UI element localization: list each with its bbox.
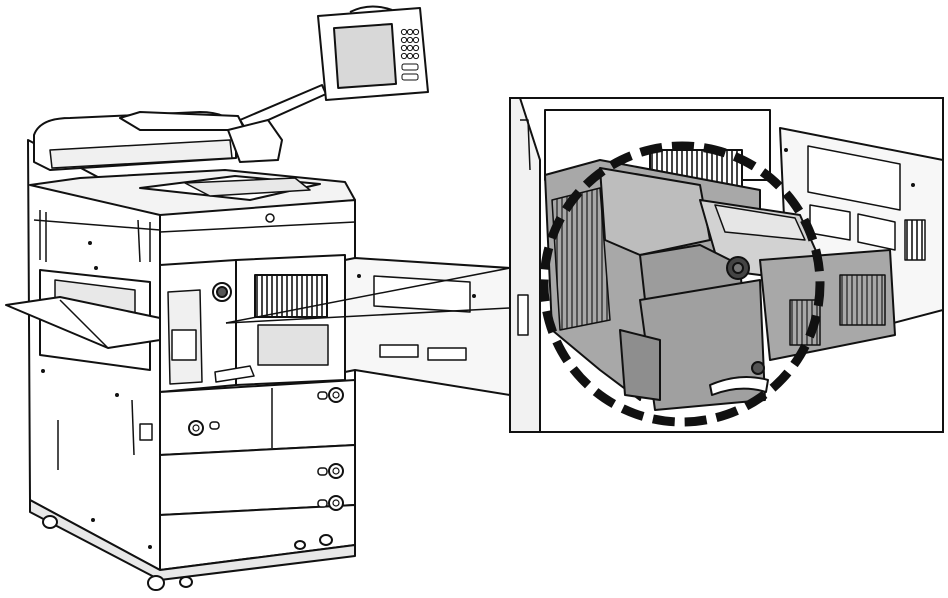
caster-wheels [42,515,333,591]
fixing-unit-detail-inset [509,97,944,433]
fixing-unit [544,159,896,411]
open-front-door [344,257,511,396]
callout-lines [225,267,511,324]
control-panel-screen [332,23,398,89]
highlight-dashed-circle [539,141,825,427]
control-panel [317,5,429,101]
printer-body [5,111,356,581]
keypad-icon [400,28,420,81]
